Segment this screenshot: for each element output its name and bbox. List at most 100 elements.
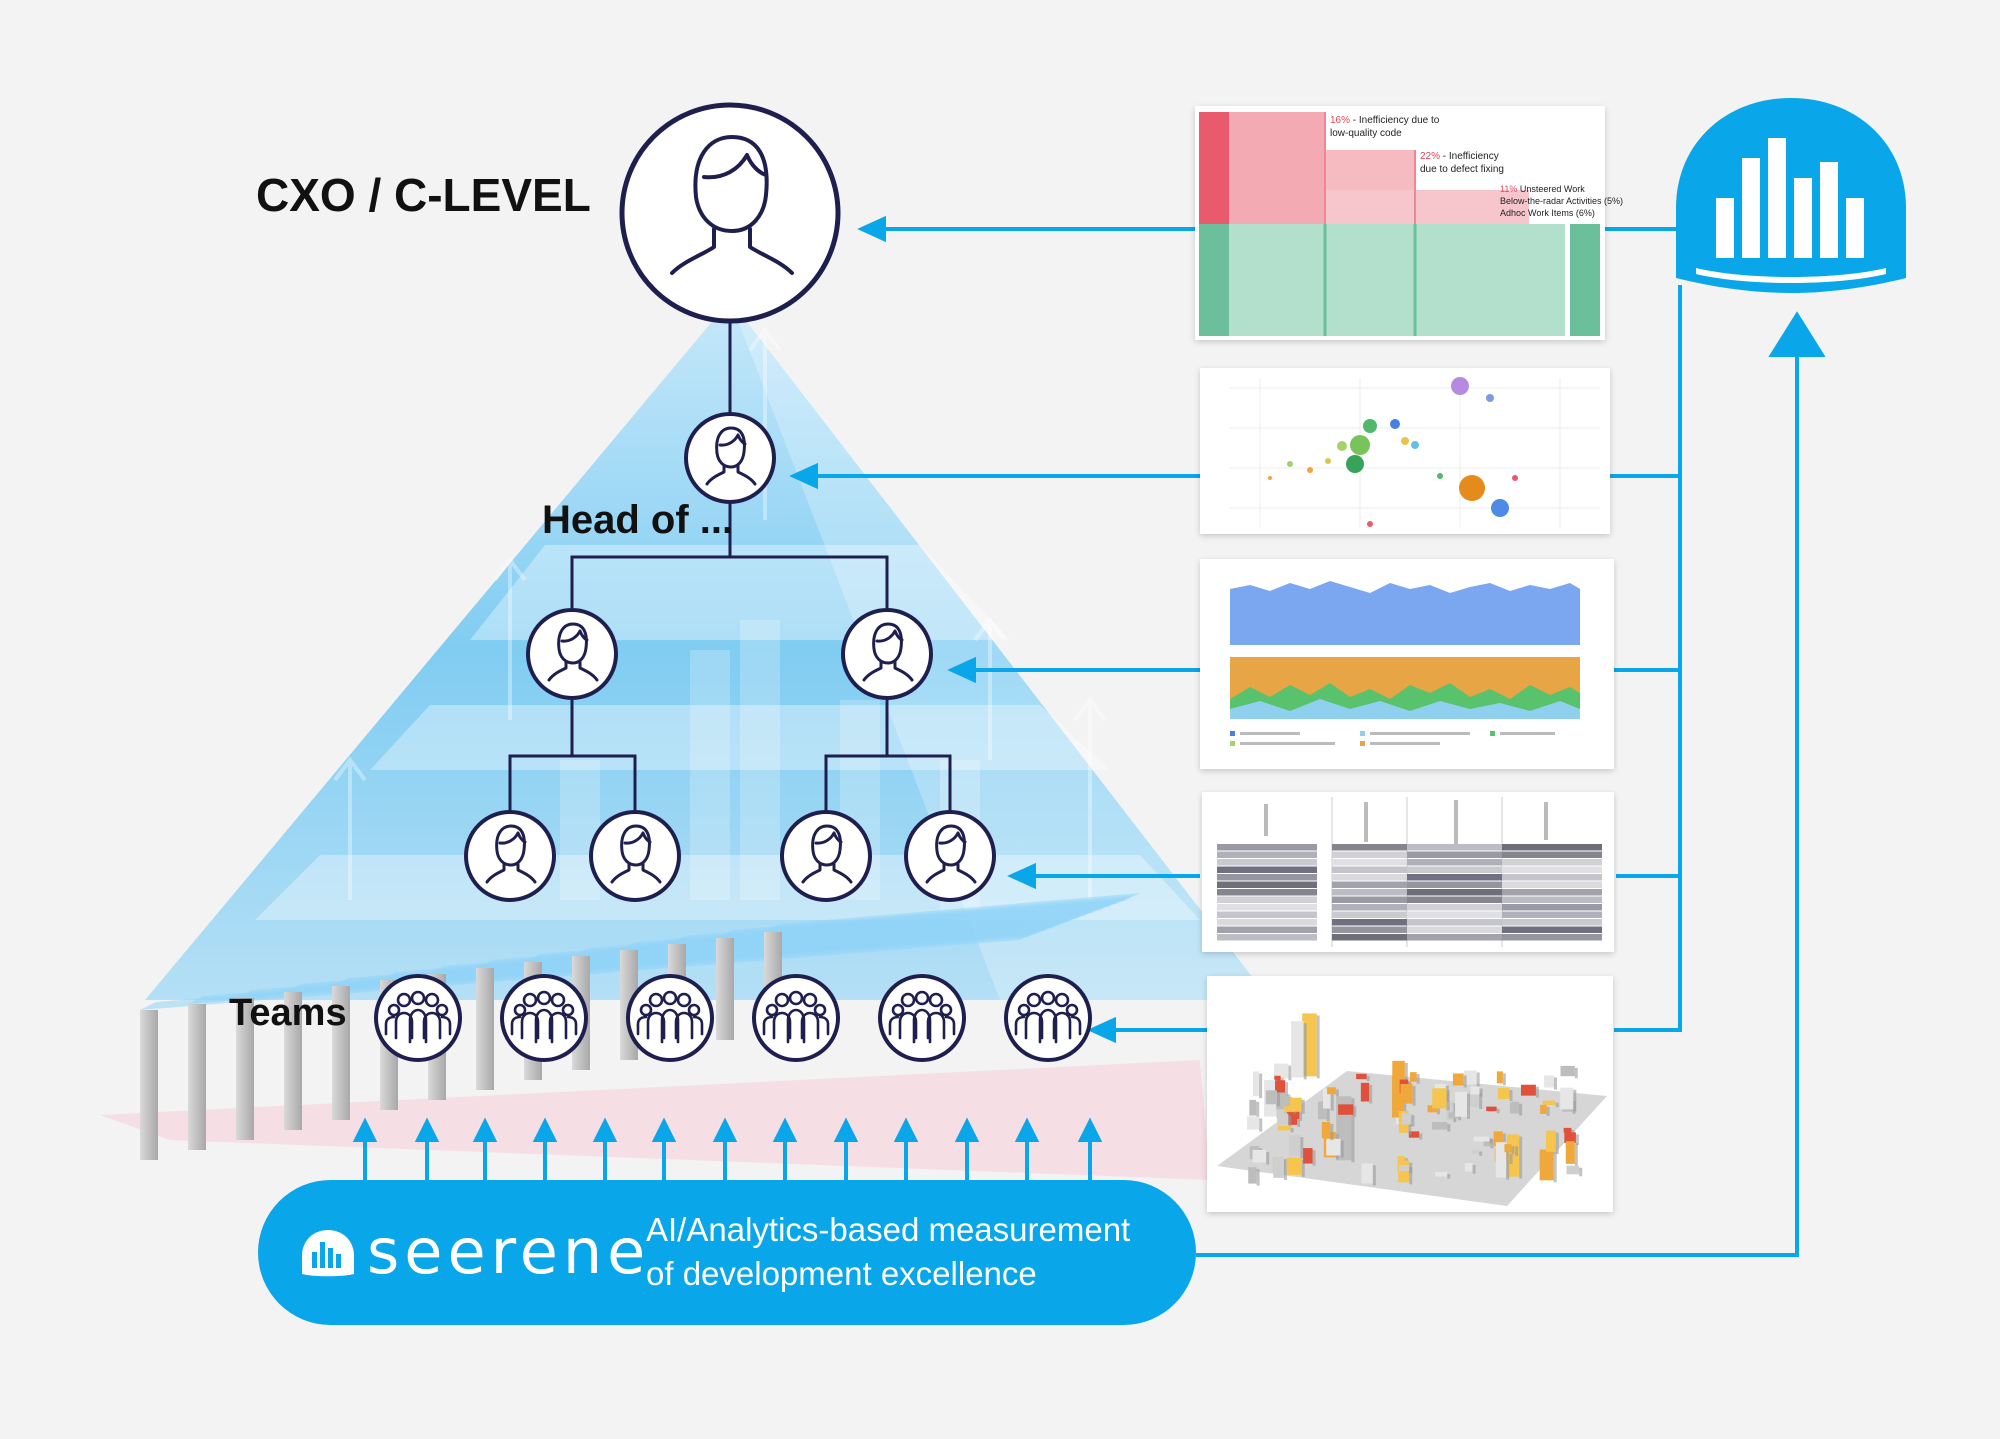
team-node <box>500 974 588 1062</box>
city-building <box>1398 1160 1413 1185</box>
table-cell <box>1502 911 1602 918</box>
table-cell <box>1407 866 1502 873</box>
city-building <box>1464 1163 1476 1174</box>
table-cell <box>1407 851 1502 858</box>
city-building <box>1560 1065 1578 1079</box>
manager-node <box>526 608 618 700</box>
city-building <box>1401 1112 1415 1127</box>
city-building <box>1252 1149 1270 1165</box>
arrow-icon <box>833 1117 859 1180</box>
table-cell <box>1502 896 1602 903</box>
team-icon <box>510 990 578 1044</box>
team-node <box>626 974 714 1062</box>
seerene-banner <box>258 1180 1196 1325</box>
table-cell <box>1407 926 1502 933</box>
brand-name: seerene <box>367 1215 651 1288</box>
city-building <box>1435 1172 1451 1179</box>
table-cell <box>1332 911 1407 918</box>
city-building <box>1470 1086 1483 1097</box>
table-cell <box>1332 896 1407 903</box>
city-building <box>1504 1144 1515 1155</box>
table-cell <box>1217 911 1317 918</box>
table-cell <box>1332 874 1407 881</box>
arrow-icon <box>1014 1117 1040 1180</box>
team-node <box>374 974 462 1062</box>
table-cell <box>1217 851 1317 858</box>
table-cell <box>1407 904 1502 911</box>
table-cell <box>1502 881 1602 888</box>
city-building <box>1323 1088 1334 1111</box>
city-building <box>1566 1165 1583 1177</box>
table-cell <box>1217 926 1317 933</box>
table-cell <box>1502 866 1602 873</box>
manager-node <box>589 810 681 902</box>
bar-chart-dome-icon <box>1676 98 1906 293</box>
cxo-avatar <box>619 102 841 324</box>
team-icon <box>384 990 452 1044</box>
table-cell <box>1407 919 1502 926</box>
table-cell <box>1407 874 1502 881</box>
city-building <box>1291 1021 1307 1080</box>
table-cell <box>1332 859 1407 866</box>
city-building <box>1471 1149 1483 1156</box>
manager-node <box>684 412 776 504</box>
table-cell <box>1217 881 1317 888</box>
arrow-icon <box>893 1117 919 1180</box>
table-cell <box>1407 911 1502 918</box>
city-building <box>1277 1113 1292 1128</box>
city-building <box>1327 1087 1339 1097</box>
annotation-text: Below-the-radar Activities (5%) <box>1500 196 1624 206</box>
table-cell <box>1332 844 1407 851</box>
city-building <box>1286 1157 1305 1177</box>
city-building <box>1247 1116 1263 1132</box>
table-cell <box>1407 881 1502 888</box>
arrow-icon <box>532 1117 558 1180</box>
city-building <box>1338 1104 1357 1117</box>
table-cell <box>1332 926 1407 933</box>
person-icon <box>801 824 853 884</box>
cxo-label: CXO / C-LEVEL <box>256 169 591 221</box>
team-node <box>878 974 966 1062</box>
annotation-pct: 16% <box>1330 115 1351 126</box>
table-cell <box>1502 904 1602 911</box>
table-cell <box>1332 866 1407 873</box>
city-building <box>1248 1167 1260 1186</box>
table-cell <box>1502 934 1602 941</box>
city-building <box>1452 1073 1467 1088</box>
city-building <box>1326 1138 1344 1158</box>
city-building <box>1483 1136 1494 1149</box>
arrow-icon <box>954 1117 980 1180</box>
city-building <box>1400 1084 1416 1106</box>
table-cell <box>1407 859 1502 866</box>
arrow-icon <box>712 1117 738 1180</box>
city-building <box>1249 1099 1260 1118</box>
team-icon <box>636 990 704 1044</box>
annotation-text: - Inefficiency <box>1440 151 1499 162</box>
table-cell <box>1217 844 1317 851</box>
report-area-charts <box>1200 559 1614 769</box>
person-icon <box>610 824 662 884</box>
manager-node <box>464 810 556 902</box>
table-cell <box>1217 896 1317 903</box>
manager-node <box>904 810 996 902</box>
table-cell <box>1407 896 1502 903</box>
city-building <box>1540 1104 1550 1116</box>
manager-node <box>780 810 872 902</box>
city-building <box>1565 1141 1578 1166</box>
report-bubble-chart <box>1200 368 1610 534</box>
arrow-icon <box>352 1117 378 1180</box>
table-cell <box>1332 904 1407 911</box>
arrow-icon <box>472 1117 498 1180</box>
report-heat-table <box>1202 792 1614 952</box>
team-node <box>1004 974 1092 1062</box>
city-building <box>1463 1070 1480 1087</box>
table-cell <box>1502 889 1602 896</box>
city-building <box>1252 1071 1263 1099</box>
table-cell <box>1407 934 1502 941</box>
table-cell <box>1502 844 1602 851</box>
city-building <box>1473 1136 1493 1144</box>
tagline-line-2: of development excellence <box>646 1255 1037 1292</box>
person-icon <box>670 135 794 275</box>
